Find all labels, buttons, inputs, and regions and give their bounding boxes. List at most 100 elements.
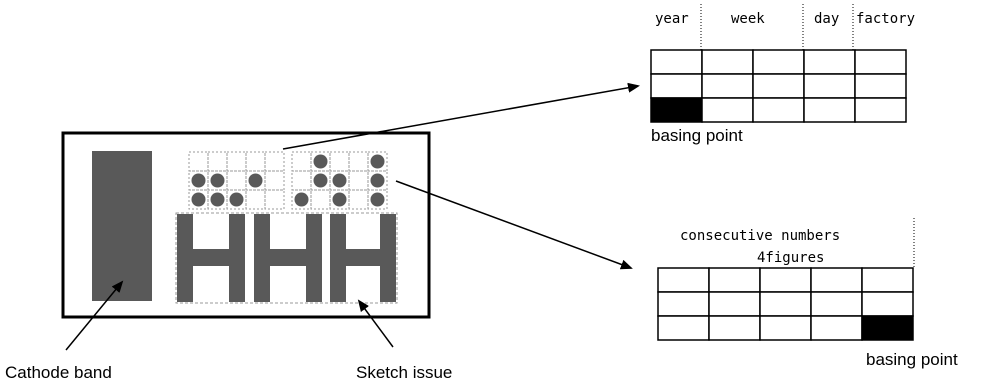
arrow-cathode-band: [65, 280, 124, 351]
grid-cell: [708, 291, 761, 317]
dot-matrix-cell: [329, 170, 350, 191]
grid-cell: [861, 291, 914, 317]
dot: [313, 154, 328, 169]
h-mark-1: [177, 214, 245, 302]
dot-matrix-cell: [226, 170, 247, 191]
component-outline: [61, 131, 431, 319]
grid-cell: [701, 73, 754, 99]
grid-cell: [759, 291, 812, 317]
grid-cell: [650, 49, 703, 75]
cathode-band: [92, 151, 152, 301]
header-day: day: [814, 11, 839, 27]
consecutive-label-line2: 4figures: [757, 250, 824, 266]
header-factory: factory: [856, 11, 915, 27]
dot-matrix-cell: [264, 151, 285, 172]
dot-matrix-cell: [348, 170, 369, 191]
dot: [370, 192, 385, 207]
grid-cell: [752, 73, 805, 99]
arrow-sketch-issue: [357, 299, 394, 348]
dot: [248, 173, 263, 188]
grid-cell: [803, 49, 856, 75]
dot-matrix-cell: [207, 170, 228, 191]
dot-matrix-cell: [329, 151, 350, 172]
dot-matrix-cell: [291, 189, 312, 210]
grid-cell: [759, 267, 812, 293]
grid-cell: [810, 315, 863, 341]
dot: [294, 192, 309, 207]
arrow-to-top-grid: [282, 82, 640, 150]
dot: [229, 192, 244, 207]
header-week: week: [731, 11, 765, 27]
dot-matrix-cell: [245, 189, 266, 210]
dot-matrix-cell: [226, 151, 247, 172]
cathode-band-label: Cathode band: [5, 363, 112, 382]
grid-cell: [701, 97, 754, 123]
bottom-basing-point-label: basing point: [866, 350, 958, 369]
dot-matrix-cell: [188, 151, 209, 172]
dot-matrix-cell: [367, 170, 388, 191]
grid-cell: [803, 73, 856, 99]
grid-cell: [708, 315, 761, 341]
h-mark-2: [254, 214, 322, 302]
grid-cell: [657, 267, 710, 293]
dot-matrix-cell: [329, 189, 350, 210]
grid-cell: [657, 291, 710, 317]
dot-matrix-cell: [367, 151, 388, 172]
dot-matrix-cell: [291, 170, 312, 191]
dot: [210, 192, 225, 207]
h-mark-frame: [175, 212, 398, 304]
grid-cell: [854, 97, 907, 123]
bottom-code-grid: [657, 267, 914, 341]
grid-cell: [657, 315, 710, 341]
dot-matrix-cell: [188, 189, 209, 210]
grid-cell: [854, 73, 907, 99]
sketch-issue-label: Sketch issue: [356, 363, 452, 382]
dot-matrix-cell: [207, 189, 228, 210]
top-code-grid: [650, 49, 907, 123]
dot: [210, 173, 225, 188]
grid-cell: [854, 49, 907, 75]
dot-matrix-cell: [310, 151, 331, 172]
grid-cell: [803, 97, 856, 123]
h-mark-3: [330, 214, 396, 302]
basing-point-cell: [861, 315, 914, 341]
dot-matrix-right: [291, 151, 388, 210]
dot-matrix-cell: [207, 151, 228, 172]
dot-matrix-cell: [348, 189, 369, 210]
grid-cell: [759, 315, 812, 341]
dot-matrix-cell: [291, 151, 312, 172]
dot: [332, 192, 347, 207]
h-mark-group: [175, 212, 398, 304]
grid-cell: [810, 267, 863, 293]
dot: [370, 154, 385, 169]
grid-cell: [752, 49, 805, 75]
dot: [191, 173, 206, 188]
dot-matrix-cell: [264, 189, 285, 210]
grid-cell: [701, 49, 754, 75]
grid-cell: [861, 267, 914, 293]
dot-matrix-cell: [264, 170, 285, 191]
dot-matrix-cell: [348, 151, 369, 172]
dot: [191, 192, 206, 207]
dot-matrix-cell: [245, 170, 266, 191]
grid-cell: [708, 267, 761, 293]
dot: [332, 173, 347, 188]
header-year: year: [655, 11, 689, 27]
dot-matrix-cell: [188, 170, 209, 191]
arrow-to-bottom-grid: [395, 180, 633, 270]
top-basing-point-label: basing point: [651, 126, 743, 145]
grid-cell: [810, 291, 863, 317]
dot-matrix-cell: [310, 189, 331, 210]
consecutive-label-line1: consecutive numbers: [680, 228, 840, 244]
grid-cell: [650, 73, 703, 99]
dot-matrix-cell: [367, 189, 388, 210]
basing-point-cell: [650, 97, 703, 123]
dot: [313, 173, 328, 188]
grid-cell: [752, 97, 805, 123]
dot-matrix-cell: [245, 151, 266, 172]
dot-matrix-cell: [310, 170, 331, 191]
dot-matrix-cell: [226, 189, 247, 210]
dot: [370, 173, 385, 188]
dot-matrix-left: [188, 151, 285, 210]
